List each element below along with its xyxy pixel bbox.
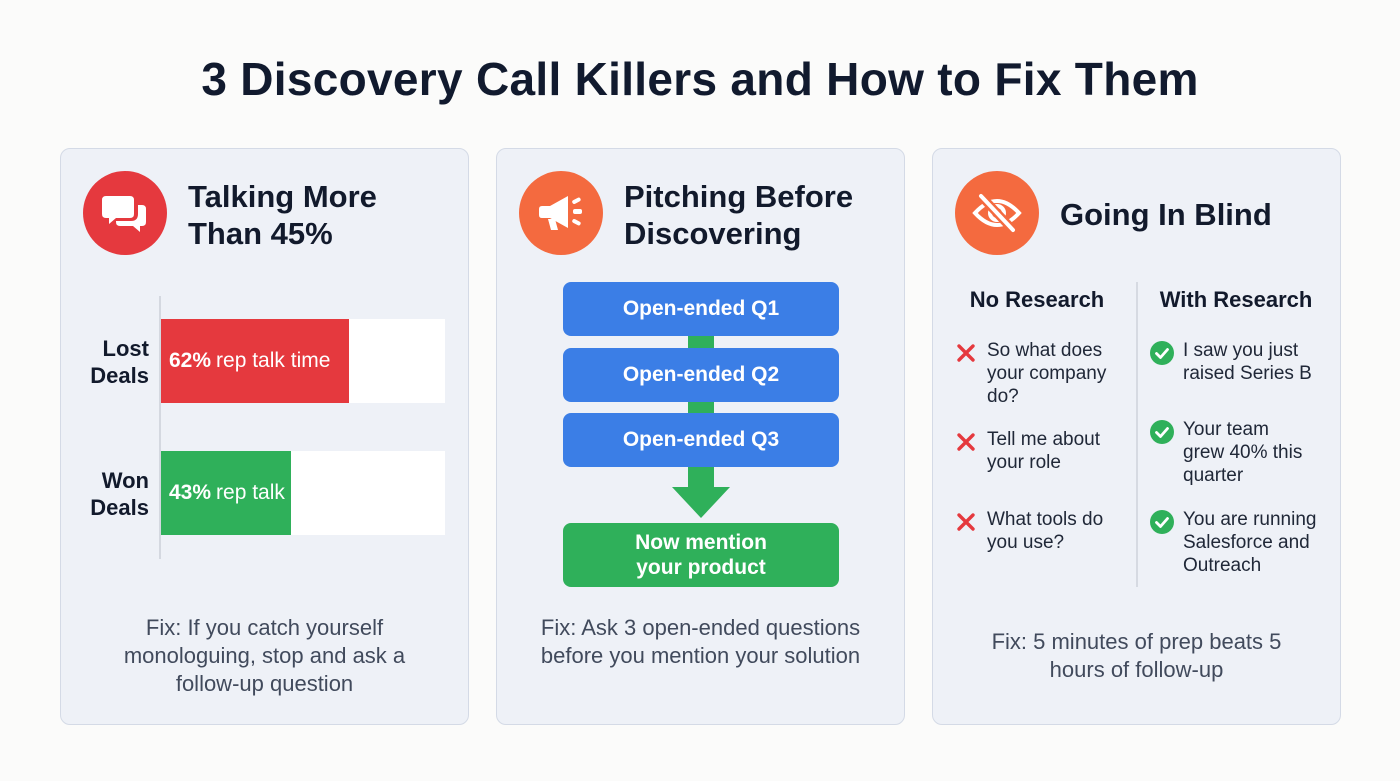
fix-line: Fix: 5 minutes of prep beats 5 xyxy=(991,629,1282,654)
page-title: 3 Discovery Call Killers and How to Fix … xyxy=(201,53,1199,105)
flow-step: Open-ended Q1 xyxy=(563,282,839,336)
list-item-line: your role xyxy=(987,452,1061,473)
bar-label-won: Won Deals xyxy=(71,467,149,521)
check-circle-icon xyxy=(1150,510,1174,534)
bar-lost-deals: 62% rep talk time xyxy=(161,319,349,403)
bar-text: rep talk time xyxy=(216,481,331,504)
bar-label-lost: Lost Deals xyxy=(71,335,149,389)
list-item-line: You are running xyxy=(1183,509,1317,530)
list-item: You are running Salesforce and Outreach xyxy=(1150,508,1316,577)
list-item-text: You are running Salesforce and Outreach xyxy=(1183,508,1316,577)
megaphone-icon xyxy=(519,171,603,255)
card-title-line: Pitching Before xyxy=(624,179,854,214)
arrow-down-icon xyxy=(672,487,730,518)
bar-track-won: 43% rep talk time xyxy=(161,451,445,535)
bar-label-line: Won xyxy=(101,468,149,493)
list-item: I saw you just raised Series B xyxy=(1150,339,1312,385)
bar-won-deals: 43% rep talk time xyxy=(161,451,330,535)
fix-line: Fix: If you catch yourself xyxy=(145,615,384,640)
card-pitching-before: Pitching Before Discovering Open-ended Q… xyxy=(496,148,905,725)
list-item-line: So what does xyxy=(987,340,1103,361)
fix-text: Fix: 5 minutes of prep beats 5 hours of … xyxy=(953,628,1320,684)
card-title: Talking More Than 45% xyxy=(188,178,458,252)
card-title-line: Discovering xyxy=(624,216,802,251)
bar-label-line: Deals xyxy=(90,363,149,388)
card-title-line: Than 45% xyxy=(188,216,333,251)
list-item: What tools do you use? xyxy=(954,508,1103,554)
column-heading-with-research: With Research xyxy=(1159,287,1313,312)
list-item-line: you use? xyxy=(987,532,1065,553)
card-talking-more: Talking More Than 45% Lost Deals 62% rep… xyxy=(60,148,469,725)
x-mark-icon xyxy=(957,344,975,362)
flow-step: Open-ended Q2 xyxy=(563,348,839,402)
list-item-text: Tell me about your role xyxy=(987,428,1100,474)
fix-line: Fix: Ask 3 open-ended questions xyxy=(540,615,861,640)
list-item: So what does your company do? xyxy=(954,339,1106,408)
bar-track-lost: 62% rep talk time xyxy=(161,319,445,403)
fix-line: before you mention your solution xyxy=(540,643,861,668)
list-item-line: Your team xyxy=(1183,419,1269,440)
fix-text: Fix: If you catch yourself monologuing, … xyxy=(81,614,448,698)
bar-value: 43% xyxy=(169,481,212,504)
eye-slash-icon xyxy=(955,171,1039,255)
column-heading-no-research: No Research xyxy=(969,287,1105,312)
x-mark-icon xyxy=(957,433,975,451)
bar-value: 62% xyxy=(169,349,212,372)
list-item-line: quarter xyxy=(1183,465,1244,486)
chat-bubbles-icon xyxy=(83,171,167,255)
list-item-line: Outreach xyxy=(1183,555,1262,576)
card-title-line: Talking More xyxy=(188,179,377,214)
list-item-line: Tell me about xyxy=(987,429,1101,450)
bar-label-line: Lost xyxy=(102,336,149,361)
list-item-line: I saw you just xyxy=(1183,340,1299,361)
list-item-line: do? xyxy=(987,386,1019,407)
check-circle-icon xyxy=(1150,420,1174,444)
list-item-line: Salesforce and xyxy=(1183,532,1310,553)
list-item-line: What tools do xyxy=(987,509,1104,530)
fix-line: hours of follow-up xyxy=(1049,657,1224,682)
list-item-text: So what does your company do? xyxy=(987,339,1106,408)
flow-final-line: Now mention xyxy=(635,531,767,554)
list-item-line: raised Series B xyxy=(1183,363,1312,384)
card-title: Pitching Before Discovering xyxy=(624,178,894,252)
flow-final-step: Now mention your product xyxy=(563,523,839,587)
fix-line: monologuing, stop and ask a xyxy=(123,643,406,668)
column-divider xyxy=(1136,282,1138,587)
list-item: Your team grew 40% this quarter xyxy=(1150,418,1302,487)
card-title: Going In Blind xyxy=(1060,197,1272,232)
check-circle-icon xyxy=(1150,341,1174,365)
bar-text: rep talk time xyxy=(216,349,331,372)
list-item-text: I saw you just raised Series B xyxy=(1183,339,1312,385)
list-item-line: your company xyxy=(987,363,1107,384)
fix-text: Fix: Ask 3 open-ended questions before y… xyxy=(517,614,884,670)
x-mark-icon xyxy=(957,513,975,531)
list-item-text: Your team grew 40% this quarter xyxy=(1183,418,1302,487)
bar-label-line: Deals xyxy=(90,495,149,520)
card-going-blind: Going In Blind No Research With Research… xyxy=(932,148,1341,725)
fix-line: follow-up question xyxy=(175,671,354,696)
chart-axis xyxy=(159,296,161,559)
flow-step: Open-ended Q3 xyxy=(563,413,839,467)
list-item-line: grew 40% this xyxy=(1183,442,1303,463)
list-item: Tell me about your role xyxy=(954,428,1100,474)
list-item-text: What tools do you use? xyxy=(987,508,1103,554)
flow-final-line: your product xyxy=(636,556,766,579)
